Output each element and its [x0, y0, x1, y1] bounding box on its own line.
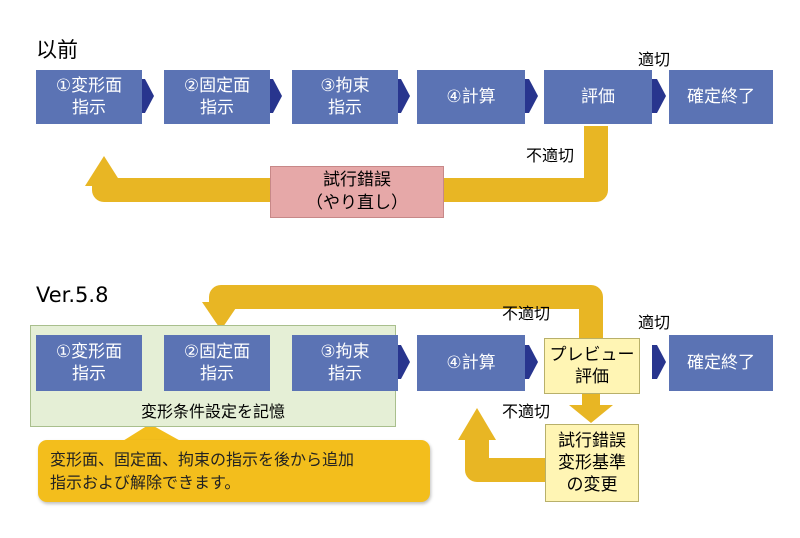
connector-chevron: [268, 79, 282, 113]
top-connectors: [140, 79, 666, 113]
small-loop-arrowhead: [458, 408, 496, 440]
top-step-evaluate: 評価: [544, 70, 652, 124]
criteria-line3: の変更: [566, 475, 618, 495]
info-callout: 変形面、固定面、拘束の指示を後から追加 指示および解除できます。: [38, 440, 430, 502]
step-label: 評価: [581, 87, 615, 107]
connector-chevron: [140, 79, 154, 113]
step-label: ④計算: [446, 353, 496, 373]
top-step-3: ③拘束指示: [292, 70, 398, 124]
step-label-line2: 指示: [72, 364, 106, 384]
bottom-ng-label-bottom: 不適切: [502, 402, 551, 421]
callout-line2: 指示および解除できます。: [50, 473, 241, 492]
connector-chevron: [396, 345, 410, 379]
step-label-line2: 指示: [328, 364, 362, 384]
small-loop-arrow: [465, 440, 545, 482]
return-loop-arrowhead: [202, 302, 240, 330]
retry-line2: （やり直し）: [306, 193, 408, 213]
connector-chevron: [524, 79, 538, 113]
step-label: ④計算: [446, 87, 496, 107]
bottom-step-finish: 確定終了: [669, 335, 773, 391]
top-step-1: ①変形面指示: [36, 70, 142, 124]
connector-chevron: [652, 79, 666, 113]
step-label: 確定終了: [687, 353, 755, 373]
top-step-2: ②固定面指示: [164, 70, 270, 124]
step-label-line2: 指示: [200, 98, 234, 118]
step-label-line1: ③拘束: [320, 76, 370, 96]
retry-box: 試行錯誤 （やり直し）: [270, 166, 444, 218]
connector-chevron: [652, 345, 666, 379]
bottom-ok-label: 適切: [638, 313, 671, 332]
bottom-step-4: ④計算: [417, 335, 525, 391]
step-label: 確定終了: [687, 87, 755, 107]
preview-evaluate-box: プレビュー評価: [544, 338, 640, 394]
retry-line1: 試行錯誤: [323, 170, 391, 190]
step-label-line2: 指示: [328, 98, 362, 118]
top-step-finish: 確定終了: [669, 70, 773, 124]
section-title-version: Ver.5.8: [36, 283, 109, 307]
top-ok-label: 適切: [638, 50, 671, 69]
step-label-line1: ②固定面: [183, 76, 251, 96]
step-label-line2: 指示: [72, 98, 106, 118]
step-label-line1: ①変形面: [55, 76, 123, 96]
step-label-line1: ①変形面: [55, 342, 123, 362]
down-arrow-shaft: [582, 394, 600, 406]
bottom-step-2: ②固定面指示: [164, 335, 270, 391]
retry-loop-arrowhead: [85, 156, 123, 186]
connector-chevron: [524, 345, 538, 379]
top-step-4: ④計算: [417, 70, 525, 124]
step-label-line1: ③拘束: [320, 342, 370, 362]
callout-pointer: [118, 424, 186, 444]
criteria-line2: 変形基準: [558, 453, 626, 473]
preview-line2: 評価: [575, 367, 609, 387]
criteria-change-box: 試行錯誤変形基準の変更: [545, 424, 639, 502]
top-ng-label: 不適切: [526, 146, 575, 165]
connector-chevron: [396, 79, 410, 113]
preview-line1: プレビュー: [549, 345, 635, 365]
bottom-step-3: ③拘束指示: [292, 335, 398, 391]
criteria-line1: 試行錯誤: [558, 431, 626, 451]
step-label-line2: 指示: [200, 364, 234, 384]
bottom-ng-label-top: 不適切: [502, 304, 551, 323]
bottom-step-1: ①変形面指示: [36, 335, 142, 391]
section-title-before: 以前: [36, 38, 78, 62]
step-label-line1: ②固定面: [183, 342, 251, 362]
callout-line1: 変形面、固定面、拘束の指示を後から追加: [50, 450, 355, 469]
return-loop-arrow: [209, 285, 603, 338]
memory-label: 変形条件設定を記憶: [140, 402, 285, 421]
down-arrow-head: [569, 405, 613, 423]
